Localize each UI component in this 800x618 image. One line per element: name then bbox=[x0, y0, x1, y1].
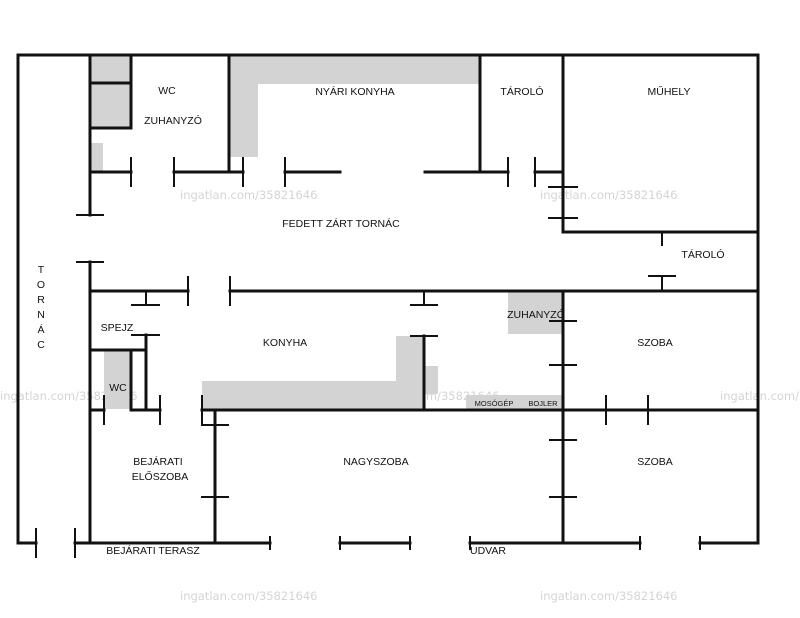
watermark-text: ingatlan.com/35821646 bbox=[180, 589, 318, 603]
room-label-tarolo-right: TÁROLÓ bbox=[681, 248, 724, 261]
room-label-zuhanyzo-mid: ZUHANYZÓ bbox=[507, 308, 565, 321]
room-labels: WC ZUHANYZÓ NYÁRI KONYHA TÁROLÓ MŰHELY F… bbox=[37, 84, 725, 557]
room-label-fedett-tornac: FEDETT ZÁRT TORNÁC bbox=[282, 217, 400, 230]
tornac-letter: O bbox=[37, 279, 45, 291]
room-label-szoba-bottom: SZOBA bbox=[637, 456, 673, 468]
watermark-text: ingatlan.com/35821646 bbox=[540, 188, 678, 202]
tornac-letter: Á bbox=[37, 323, 44, 336]
room-label-zuhanyzo-top: ZUHANYZÓ bbox=[144, 114, 202, 127]
room-label-muhely: MŰHELY bbox=[648, 84, 691, 98]
room-label-eloszoba: ELŐSZOBA bbox=[132, 469, 189, 483]
kitchen-appliance bbox=[424, 366, 438, 394]
door-jambs bbox=[35, 157, 701, 558]
kitchen-counter-side bbox=[396, 336, 424, 381]
label-mosogep: MOSÓGÉP bbox=[475, 399, 514, 408]
shower-fixture bbox=[90, 56, 131, 128]
room-label-szoba-mid: SZOBA bbox=[637, 337, 673, 349]
watermark-text: ingatlan.com/35821646 bbox=[180, 188, 318, 202]
label-bojler: BOJLER bbox=[528, 399, 558, 408]
tornac-letter: C bbox=[37, 339, 45, 351]
watermark-text: ingatlan.com/35821646 bbox=[720, 389, 800, 403]
room-label-wc-small: WC bbox=[109, 382, 127, 394]
room-label-nyari-konyha: NYÁRI KONYHA bbox=[315, 85, 394, 98]
summer-kitchen-counter bbox=[230, 56, 479, 84]
label-bejarati-terasz: BEJÁRATI TERASZ bbox=[106, 544, 200, 557]
tornac-letter: N bbox=[37, 309, 45, 321]
basin-fixture bbox=[90, 143, 103, 172]
room-label-konyha: KONYHA bbox=[263, 337, 307, 349]
room-label-nagyszoba: NAGYSZOBA bbox=[343, 456, 408, 468]
tornac-letter: R bbox=[37, 294, 45, 306]
shower-fixture-mid bbox=[508, 292, 563, 334]
fixtures bbox=[90, 56, 563, 410]
room-label-wc-top: WC bbox=[158, 85, 176, 97]
room-label-tarolo-top: TÁROLÓ bbox=[500, 85, 543, 98]
laundry-strip bbox=[466, 395, 563, 410]
summer-kitchen-counter-side bbox=[230, 84, 258, 157]
walls bbox=[16, 53, 760, 545]
room-label-spejz: SPEJZ bbox=[101, 322, 134, 334]
room-label-bejarati: BEJÁRATI bbox=[133, 455, 182, 468]
watermark-text: ingatlan.com/35821646 bbox=[540, 589, 678, 603]
kitchen-counter bbox=[202, 381, 424, 410]
tornac-letter: T bbox=[38, 264, 45, 276]
wc-fixture bbox=[104, 351, 131, 409]
label-udvar: UDVAR bbox=[470, 545, 506, 557]
